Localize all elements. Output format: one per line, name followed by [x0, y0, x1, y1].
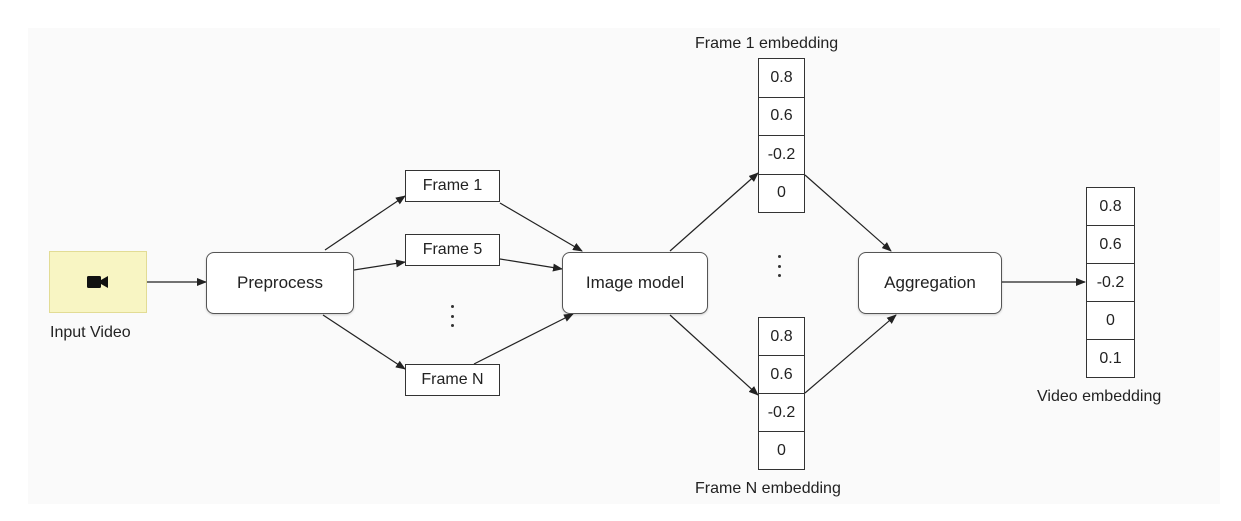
frame-1-embedding-vector: 0.8 0.6 -0.2 0	[758, 58, 805, 213]
aggregation-node: Aggregation	[858, 252, 1002, 314]
vector-cell: 0.6	[1087, 226, 1134, 264]
frame-n-box: Frame N	[405, 364, 500, 396]
vector-cell: 0.8	[1087, 188, 1134, 226]
embeddings-ellipsis	[776, 255, 782, 277]
vector-cell: -0.2	[759, 136, 804, 175]
arrow-preprocess-to-frame-5	[353, 259, 406, 271]
arrow-preprocess-to-frame-n	[322, 314, 406, 370]
input-video-node	[49, 251, 147, 313]
arrow-frame-1-embedding-to-aggregation	[804, 174, 892, 252]
frame-1-box: Frame 1	[405, 170, 500, 202]
video-embedding-vector: 0.8 0.6 -0.2 0 0.1	[1086, 187, 1135, 378]
arrow-frame-1-to-image-model	[499, 202, 583, 252]
video-embedding-label: Video embedding	[1037, 388, 1162, 405]
arrow-frame-n-embedding-to-aggregation	[804, 314, 897, 394]
image-model-node: Image model	[562, 252, 708, 314]
frame-n-embedding-label: Frame N embedding	[695, 480, 841, 497]
frame-5-box: Frame 5	[405, 234, 500, 266]
vector-cell: -0.2	[1087, 264, 1134, 302]
arrow-frame-n-to-image-model	[473, 313, 574, 365]
vector-cell: 0.6	[759, 356, 804, 394]
vector-cell: 0.6	[759, 98, 804, 136]
vector-cell: 0.8	[759, 59, 804, 98]
arrow-frame-5-to-image-model	[499, 258, 563, 272]
frames-ellipsis	[449, 305, 455, 327]
vector-cell: 0.8	[759, 318, 804, 356]
vector-cell: 0	[777, 441, 786, 459]
vector-cell: 0.1	[1099, 349, 1122, 367]
vector-cell: -0.2	[759, 394, 804, 432]
frame-1-embedding-label: Frame 1 embedding	[695, 35, 839, 52]
video-camera-icon	[87, 276, 108, 288]
input-video-label: Input Video	[50, 324, 131, 341]
arrow-preprocess-to-frame-1	[324, 195, 406, 251]
arrow-image-model-to-frame-n-embedding	[669, 314, 759, 396]
vector-cell: 0	[1087, 302, 1134, 340]
frame-n-embedding-vector: 0.8 0.6 -0.2 0	[758, 317, 805, 470]
arrow-image-model-to-frame-1-embedding	[669, 172, 759, 252]
vector-cell: 0	[777, 184, 786, 202]
preprocess-node: Preprocess	[206, 252, 354, 314]
